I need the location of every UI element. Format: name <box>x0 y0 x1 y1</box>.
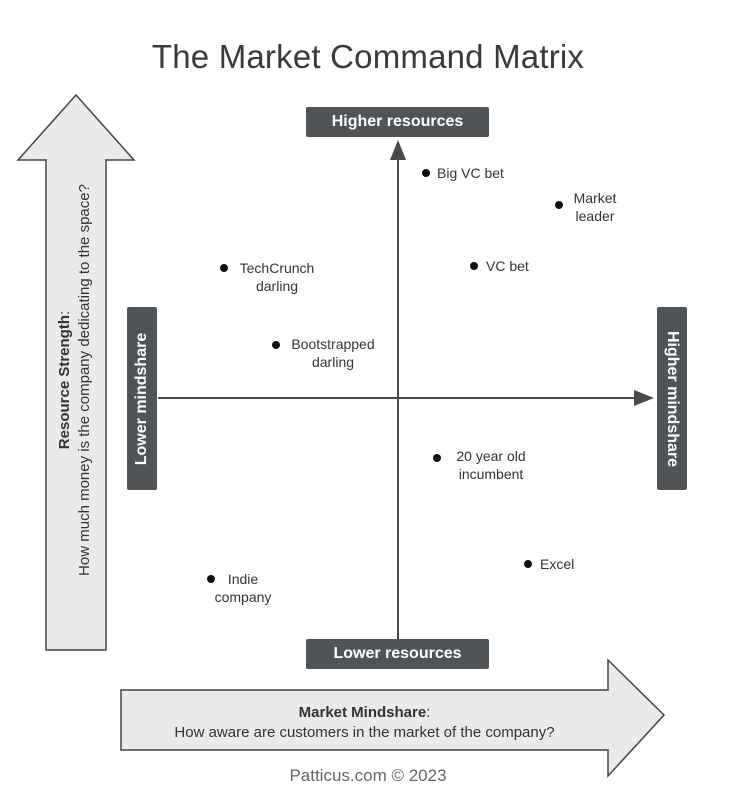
footer-credit: Patticus.com © 2023 <box>289 766 447 785</box>
page-title: The Market Command Matrix <box>151 38 585 75</box>
market-mindshare-description: Market Mindshare: How aware are customer… <box>121 703 608 743</box>
higher-resources-label: Higher resources <box>306 107 489 137</box>
lower-resources-text: Lower resources <box>333 645 462 662</box>
higher-resources-text: Higher resources <box>331 113 464 130</box>
lower-mindshare-label: Lower mindshare <box>127 307 157 490</box>
higher-mindshare-text: Higher mindshare <box>664 330 681 467</box>
market-mindshare-subtitle: How aware are customers in the market of… <box>174 724 555 741</box>
higher-mindshare-label: Higher mindshare <box>657 307 687 490</box>
resource-strength-arrow <box>16 93 136 651</box>
market-mindshare-title: Market Mindshare <box>298 704 427 721</box>
lower-resources-label: Lower resources <box>306 639 489 669</box>
lower-mindshare-text: Lower mindshare <box>133 332 151 465</box>
market-mindshare-arrow <box>120 658 666 778</box>
resource-strength-title: Resource Strength <box>56 314 73 450</box>
resource-strength-subtitle: How much money is the company dedicating… <box>76 184 93 576</box>
